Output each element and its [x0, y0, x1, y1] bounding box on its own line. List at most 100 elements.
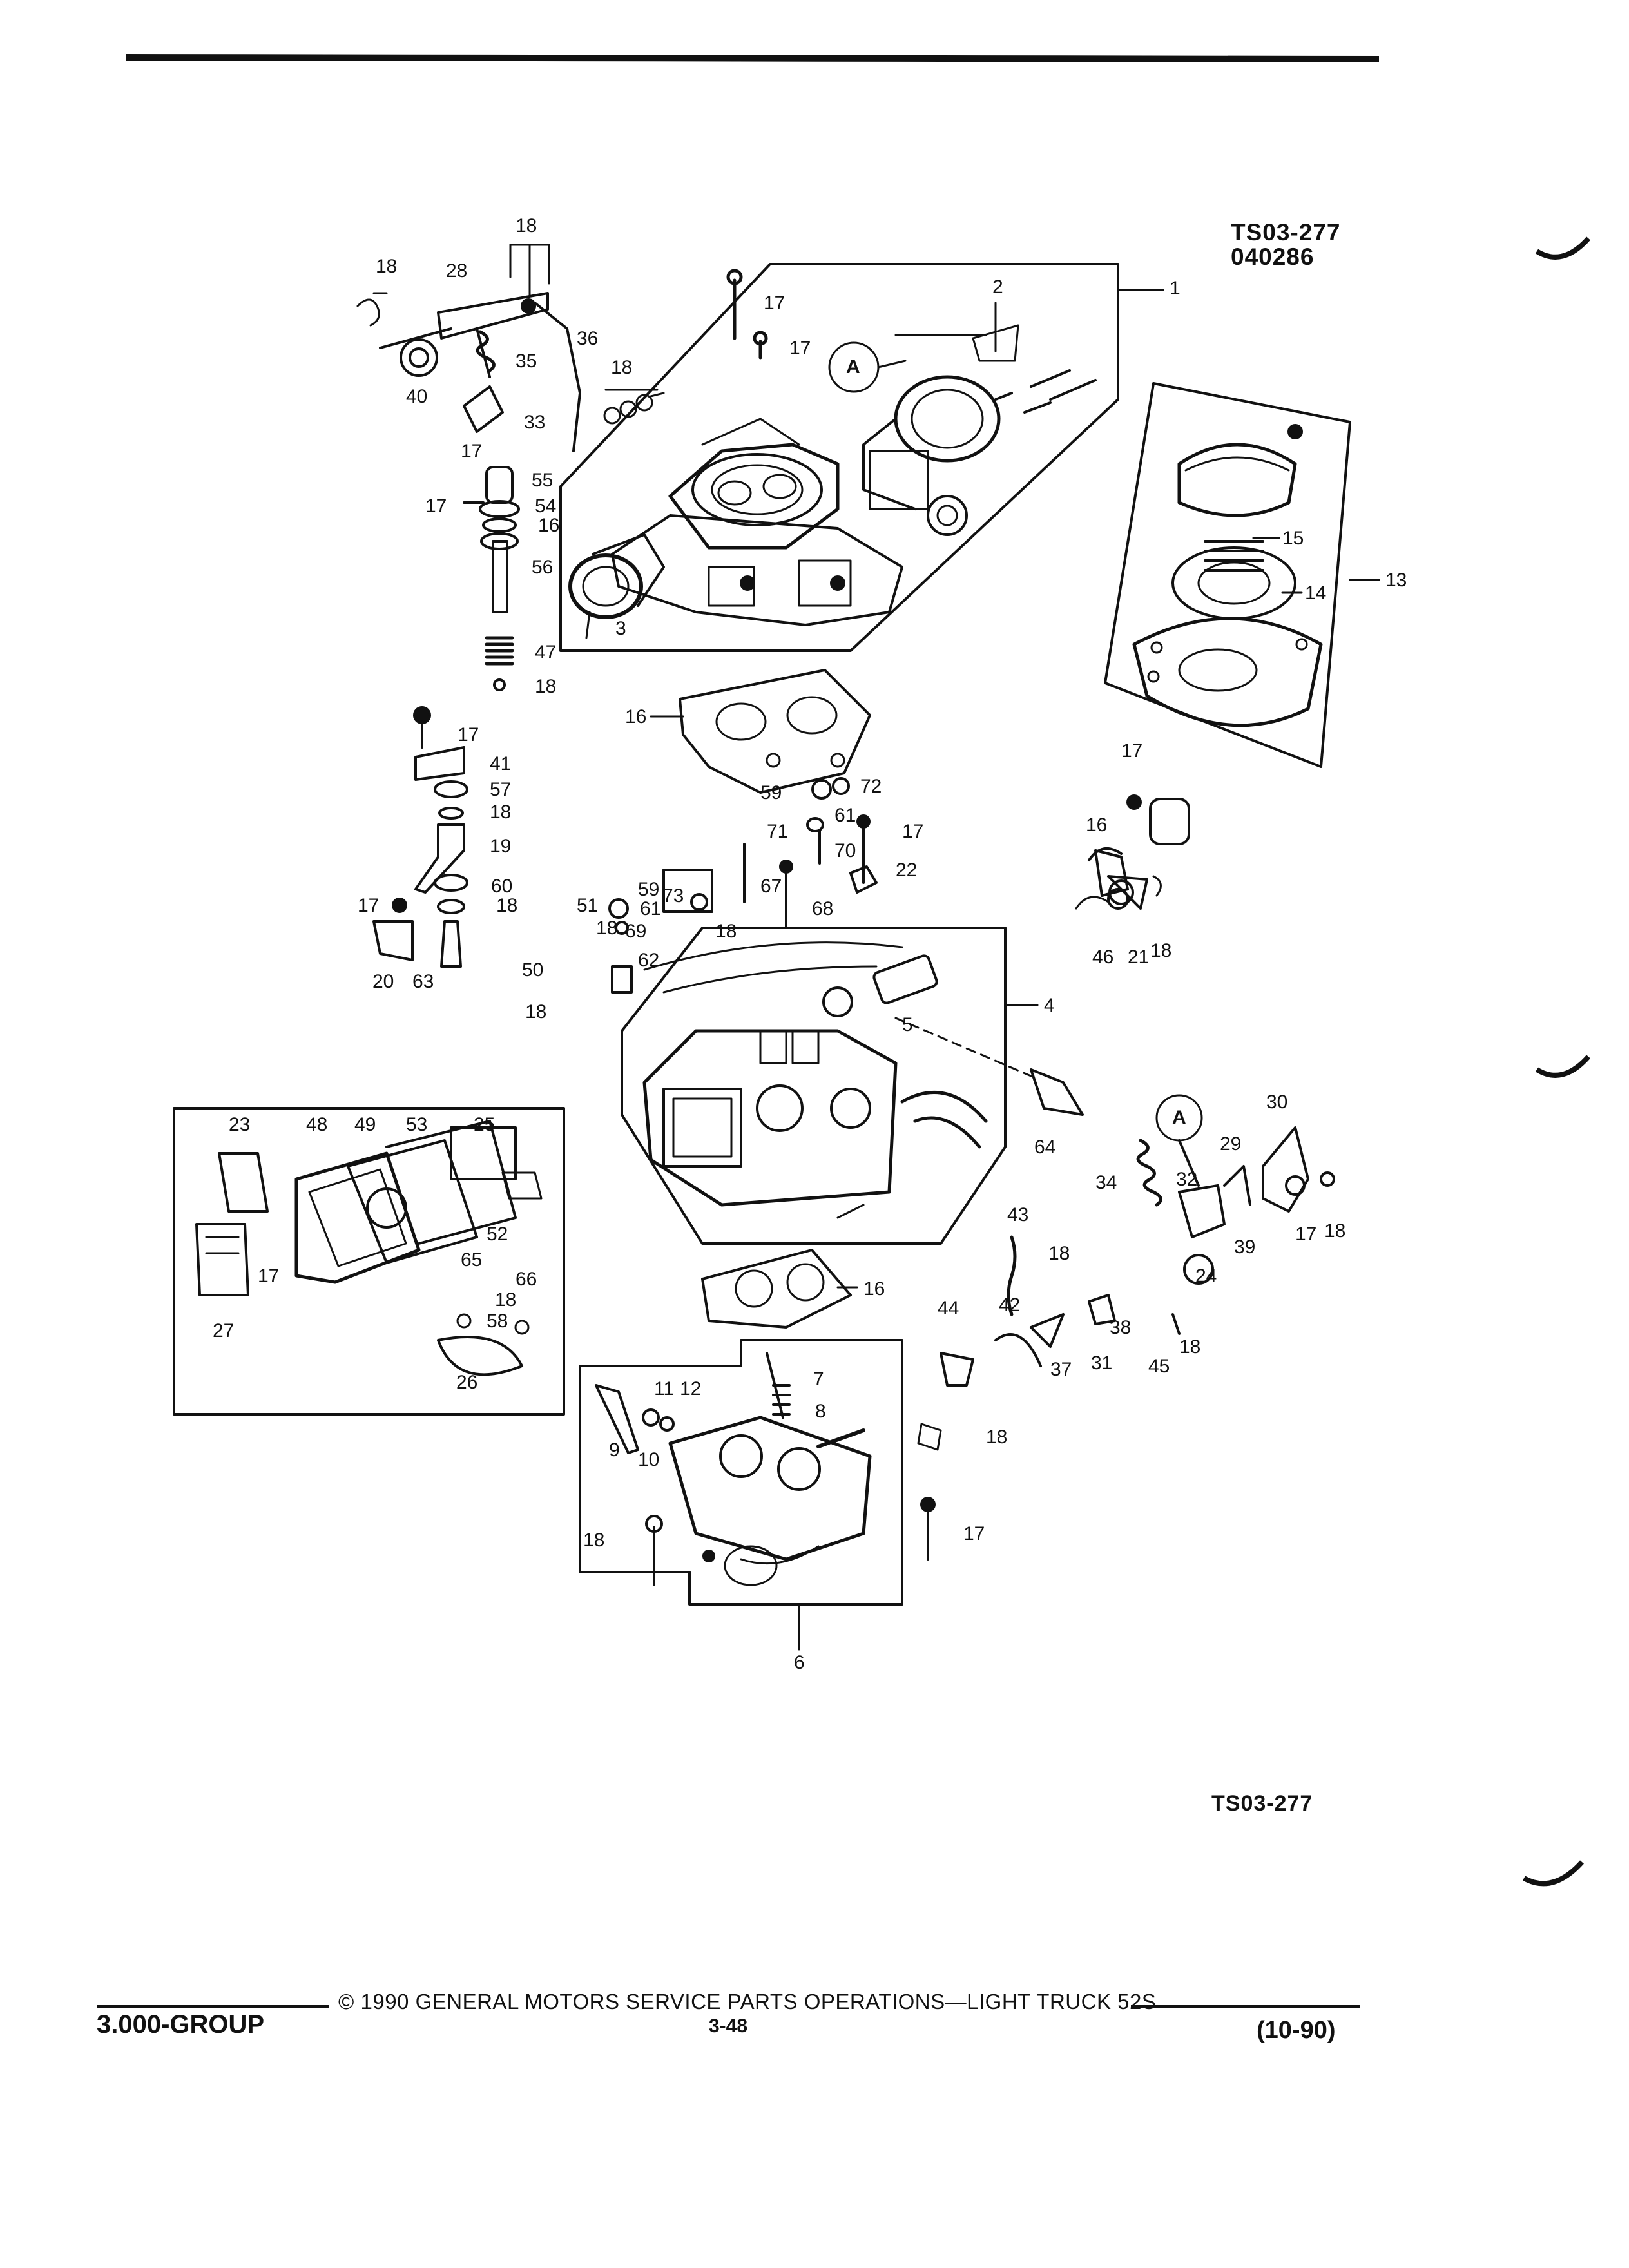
callout-21: 21: [1128, 947, 1150, 968]
binding-mark-icon: [1535, 236, 1590, 260]
binding-mark-icon: [1523, 1860, 1584, 1887]
callout-16a: 16: [625, 706, 647, 727]
callout-72: 72: [860, 776, 882, 797]
binding-mark-icon: [1535, 1055, 1590, 1078]
footer-copyright: © 1990 GENERAL MOTORS SERVICE PARTS OPER…: [338, 1990, 1156, 2014]
callout-25: 25: [474, 1114, 496, 1135]
callout-18f: 18: [496, 895, 518, 916]
callout-9: 9: [609, 1439, 620, 1461]
callout-46: 46: [1092, 947, 1114, 968]
choke-cover-frame: [1104, 382, 1351, 768]
choke-cover-parts: [1132, 424, 1323, 727]
callout-65: 65: [461, 1249, 483, 1271]
callout-18j: 18: [1150, 940, 1172, 961]
footer-rule-right: [1131, 2005, 1360, 2008]
callout-39: 39: [1234, 1236, 1256, 1258]
callout-23: 23: [229, 1114, 251, 1135]
callout-18h: 18: [715, 921, 737, 942]
callout-5: 5: [902, 1014, 913, 1035]
callout-32: 32: [1176, 1169, 1198, 1190]
callout-18i: 18: [525, 1001, 547, 1023]
callout-18b: 18: [376, 256, 398, 277]
part-64: [1030, 1068, 1084, 1116]
callout-41: 41: [490, 753, 512, 774]
callout-66: 66: [516, 1269, 537, 1290]
callout-42: 42: [999, 1294, 1021, 1316]
air-horn-assembly-frame: [559, 263, 1119, 652]
callout-18o: 18: [986, 1427, 1008, 1448]
callout-7: 7: [813, 1369, 824, 1390]
callout-19: 19: [490, 836, 512, 857]
choke-diaphragm: [862, 375, 1001, 536]
leader-line: [877, 360, 907, 369]
callout-18p: 18: [583, 1530, 605, 1551]
callout-16c: 16: [1086, 814, 1108, 836]
callout-16d: 16: [863, 1278, 885, 1300]
callout-26: 26: [456, 1372, 478, 1393]
part-16-small-gasket: [1149, 798, 1190, 845]
callout-56: 56: [532, 557, 554, 578]
pump-plunger-stack: [463, 466, 520, 691]
clip-assembly-left: [1075, 794, 1142, 910]
callout-27: 27: [213, 1320, 235, 1341]
idle-screws: [595, 1352, 791, 1586]
callout-17c: 17: [461, 441, 483, 462]
callout-48: 48: [306, 1114, 328, 1135]
callout-57: 57: [490, 779, 512, 800]
callout-6: 6: [794, 1652, 805, 1673]
clip-part: [917, 1423, 942, 1451]
throttle-linkage-upper: [356, 292, 581, 452]
revision-date: (10-90): [1257, 2017, 1336, 2044]
callout-31: 31: [1091, 1352, 1113, 1374]
callout-40: 40: [406, 386, 428, 407]
jets-and-plugs: [608, 777, 878, 994]
callout-12: 12: [680, 1378, 702, 1399]
callout-34: 34: [1095, 1172, 1117, 1193]
footer-rule-left: [97, 2005, 329, 2008]
callout-18l: 18: [1324, 1220, 1346, 1242]
callout-58: 58: [487, 1311, 508, 1332]
dashpot-assembly-frame: [173, 1107, 565, 1416]
callout-18e: 18: [490, 802, 512, 823]
callout-50: 50: [522, 959, 544, 981]
bolts-top-center: [726, 269, 768, 360]
callout-60: 60: [491, 876, 513, 897]
callout-63: 63: [412, 971, 434, 992]
callout-3: 3: [615, 618, 626, 639]
callout-29: 29: [1220, 1133, 1242, 1155]
callout-64: 64: [1034, 1137, 1056, 1158]
callout-13: 13: [1385, 570, 1407, 591]
reference-marker-a-top: A: [846, 356, 860, 378]
callout-17j: 17: [1295, 1224, 1317, 1245]
callout-17d: 17: [425, 495, 447, 517]
callout-44: 44: [938, 1298, 959, 1319]
callout-59a: 59: [760, 782, 782, 803]
callout-18d: 18: [535, 676, 557, 697]
callout-17b: 17: [789, 338, 811, 359]
callout-69: 69: [625, 921, 647, 942]
reference-marker-a-right: A: [1172, 1107, 1186, 1128]
solenoid-valve: [643, 941, 938, 1017]
callout-18g: 18: [596, 918, 618, 939]
callout-61a: 61: [834, 805, 856, 826]
callout-18a: 18: [516, 215, 537, 236]
callout-17a: 17: [764, 293, 786, 314]
callout-47: 47: [535, 642, 557, 663]
bolt-17-lower: [920, 1497, 936, 1561]
callout-17g: 17: [902, 821, 924, 842]
callout-14: 14: [1305, 582, 1327, 604]
callout-67: 67: [760, 876, 782, 897]
screws-air-horn: [994, 369, 1097, 414]
callout-37: 37: [1050, 1359, 1072, 1380]
callout-61b: 61: [640, 898, 662, 919]
callout-53: 53: [406, 1114, 428, 1135]
leader-line: [894, 1017, 1032, 1077]
callout-38: 38: [1110, 1317, 1132, 1338]
callout-55: 55: [532, 470, 554, 491]
throttle-body-casting: [668, 1416, 872, 1586]
callout-17k: 17: [963, 1523, 985, 1544]
callout-17i: 17: [258, 1265, 280, 1287]
callout-22: 22: [896, 860, 918, 881]
callout-17f: 17: [358, 895, 380, 916]
callout-28: 28: [446, 260, 468, 282]
